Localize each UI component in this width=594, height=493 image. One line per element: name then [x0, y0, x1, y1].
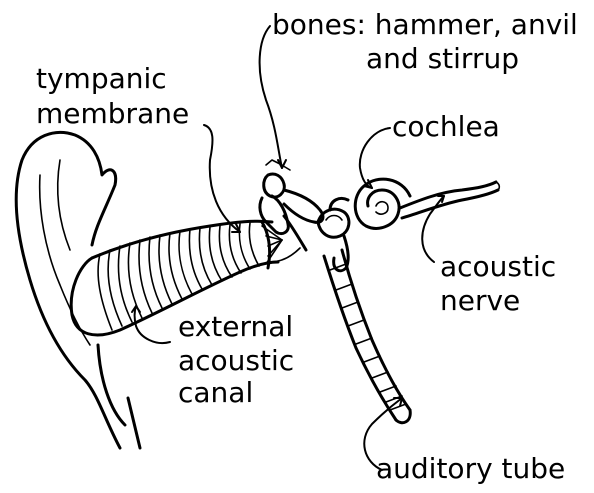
label-tympanic-line2: membrane: [36, 97, 189, 130]
label-cochlea: cochlea: [392, 110, 500, 143]
label-bones-line2: and stirrup: [366, 42, 519, 75]
label-bones-line1: bones: hammer, anvil: [272, 8, 578, 41]
label-external-line3: canal: [178, 376, 253, 409]
label-tympanic-line1: tympanic: [36, 62, 167, 95]
label-auditory-tube: auditory tube: [376, 452, 565, 485]
label-external-line2: acoustic: [178, 344, 294, 377]
label-acoustic-nerve-line1: acoustic: [440, 250, 556, 283]
pinna: [16, 132, 120, 448]
label-acoustic-nerve-line2: nerve: [440, 284, 520, 317]
leader-tympanic: [204, 125, 240, 232]
leader-bones: [260, 26, 282, 168]
ossicles: [264, 174, 285, 197]
label-external-line1: external: [178, 310, 293, 343]
